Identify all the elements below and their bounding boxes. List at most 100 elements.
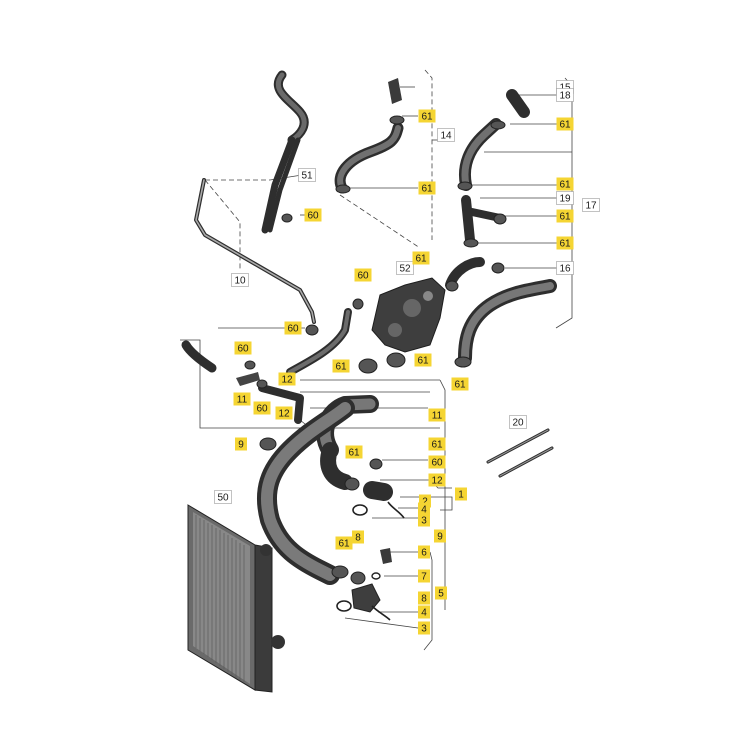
- callout-box: [418, 545, 430, 559]
- callout-box: [335, 536, 353, 550]
- callout-c60c: 60: [284, 321, 302, 335]
- callout-c8b: 8: [418, 591, 430, 605]
- callout-box: [275, 406, 293, 420]
- callout-box: [509, 415, 527, 429]
- callout-label: 51: [301, 171, 313, 182]
- callout-box: [418, 605, 430, 619]
- callout-box: [556, 177, 574, 191]
- callout-c3b: 3: [418, 621, 430, 635]
- callout-label: 11: [432, 411, 443, 422]
- callout-label: 60: [287, 324, 299, 335]
- callout-box: [396, 261, 414, 275]
- callout-c60e: 60: [253, 401, 271, 415]
- callout-box: [214, 490, 232, 504]
- callout-box: [556, 236, 574, 250]
- callout-c60f: 60: [428, 455, 446, 469]
- callout-c20: 20: [509, 415, 527, 429]
- callout-label: 61: [338, 539, 350, 550]
- callout-box: [235, 437, 247, 451]
- callout-label: 8: [421, 594, 427, 605]
- callout-label: 60: [357, 271, 369, 282]
- callout-box: [428, 473, 446, 487]
- callout-box: [556, 209, 574, 223]
- hoses: [181, 70, 557, 585]
- callout-c61g: 61: [412, 251, 430, 265]
- callout-box: [418, 569, 430, 583]
- callout-c12b: 12: [275, 406, 293, 420]
- callout-c61h: 61: [332, 359, 350, 373]
- callout-label: 4: [421, 505, 427, 516]
- callout-c16: 16: [556, 261, 574, 275]
- callout-label: 3: [421, 624, 427, 635]
- callout-box: [556, 191, 574, 205]
- callout-label: 18: [559, 91, 571, 102]
- callout-c5: 5: [435, 586, 447, 600]
- callout-label: 12: [278, 409, 290, 420]
- callout-label: 8: [355, 533, 361, 544]
- callout-label: 4: [421, 608, 427, 619]
- callout-label: 15: [559, 83, 571, 94]
- callout-box: [414, 353, 432, 367]
- callout-c61d: 61: [556, 177, 574, 191]
- callout-label: 11: [237, 395, 248, 406]
- callout-c17: 17: [582, 198, 600, 212]
- callout-c61l: 61: [428, 437, 446, 451]
- callout-label: 3: [421, 516, 427, 527]
- callout-label: 9: [437, 532, 443, 543]
- callout-c1: 1: [455, 487, 467, 501]
- callout-box: [418, 502, 430, 516]
- callout-box: [412, 251, 430, 265]
- callout-box: [298, 168, 316, 182]
- callout-label: 17: [585, 201, 597, 212]
- callout-label: 1: [458, 490, 464, 501]
- callout-label: 2: [422, 497, 428, 508]
- radiator: [187, 504, 285, 693]
- callout-c61m: 61: [335, 536, 353, 550]
- callout-box: [234, 341, 252, 355]
- callout-label: 50: [217, 493, 229, 504]
- callout-box: [352, 530, 364, 544]
- callout-box: [428, 408, 446, 422]
- callout-label: 9: [238, 440, 244, 451]
- callout-box: [556, 117, 574, 131]
- callout-c7: 7: [418, 569, 430, 583]
- callout-label: 12: [281, 375, 293, 386]
- callout-c9a: 9: [235, 437, 247, 451]
- callout-box: [354, 268, 372, 282]
- callout-box: [304, 208, 322, 222]
- callout-label: 60: [307, 211, 319, 222]
- callout-c12c: 12: [428, 473, 446, 487]
- callout-label: 61: [559, 180, 571, 191]
- callout-label: 20: [512, 418, 524, 429]
- callout-c61e: 61: [556, 209, 574, 223]
- callout-box: [428, 455, 446, 469]
- callout-box: [345, 445, 363, 459]
- callout-c12a: 12: [278, 372, 296, 386]
- callout-label: 12: [431, 476, 443, 487]
- callout-c61i: 61: [414, 353, 432, 367]
- callout-box: [253, 401, 271, 415]
- callout-c4b: 4: [418, 605, 430, 619]
- callout-label: 61: [559, 239, 571, 250]
- callout-label: 10: [234, 276, 246, 287]
- callout-box: [233, 392, 251, 406]
- callout-c11a: 11: [233, 392, 251, 406]
- callout-box: [435, 586, 447, 600]
- callout-box: [428, 437, 446, 451]
- callout-box: [434, 529, 446, 543]
- callout-label: 60: [256, 404, 268, 415]
- callout-c60a: 60: [304, 208, 322, 222]
- callout-c9b: 9: [434, 529, 446, 543]
- callout-label: 14: [440, 131, 452, 142]
- callout-label: 52: [399, 264, 411, 275]
- callout-c61k: 61: [345, 445, 363, 459]
- callout-box: [418, 181, 436, 195]
- callout-c61a: 61: [418, 109, 436, 123]
- callout-c10: 10: [231, 273, 249, 287]
- callout-label: 61: [417, 356, 429, 367]
- components: [236, 78, 507, 621]
- callout-c60b: 60: [354, 268, 372, 282]
- callout-c61b: 61: [418, 181, 436, 195]
